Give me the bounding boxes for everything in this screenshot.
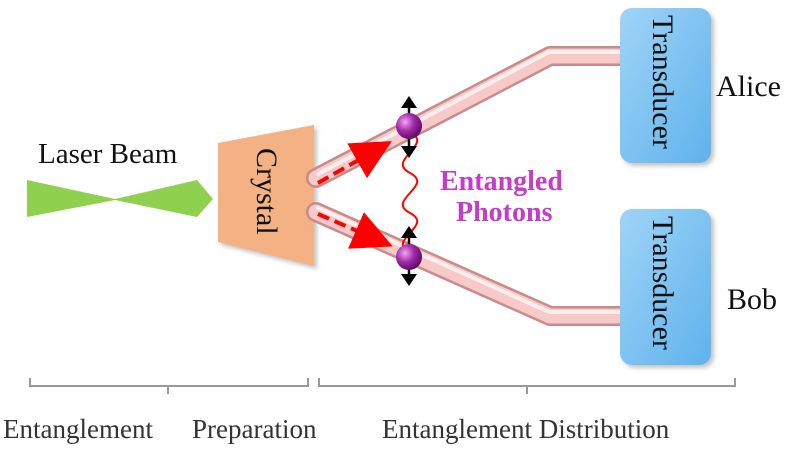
laser-beam-shape (27, 180, 213, 217)
transducer-bottom-box (620, 209, 711, 365)
photons-label: Photons (456, 197, 553, 228)
bob-label: Bob (727, 283, 777, 316)
crystal-label: Crystal (250, 148, 283, 235)
fiber-top (306, 46, 635, 188)
alice-label: Alice (716, 70, 781, 103)
photon-arrow-top (317, 141, 392, 185)
entangled-label: Entangled (440, 166, 563, 197)
photon-bottom (396, 226, 422, 286)
preparation-label: Preparation (192, 414, 317, 444)
bracket-distribution (318, 378, 736, 394)
distribution-label: Entanglement Distribution (382, 414, 670, 444)
laser-beam-label: Laser Beam (38, 138, 178, 170)
bracket-preparation (29, 378, 309, 394)
fiber-bottom (306, 202, 635, 326)
entanglement-word-label: Entanglement (3, 414, 153, 444)
photon-arrow-bottom (317, 212, 393, 249)
transducer-top-label: Transducer (646, 15, 679, 149)
photon-top (396, 96, 422, 158)
crystal-shape (218, 125, 314, 266)
transducer-top-box (620, 8, 711, 163)
transducer-bottom-label: Transducer (646, 216, 679, 350)
